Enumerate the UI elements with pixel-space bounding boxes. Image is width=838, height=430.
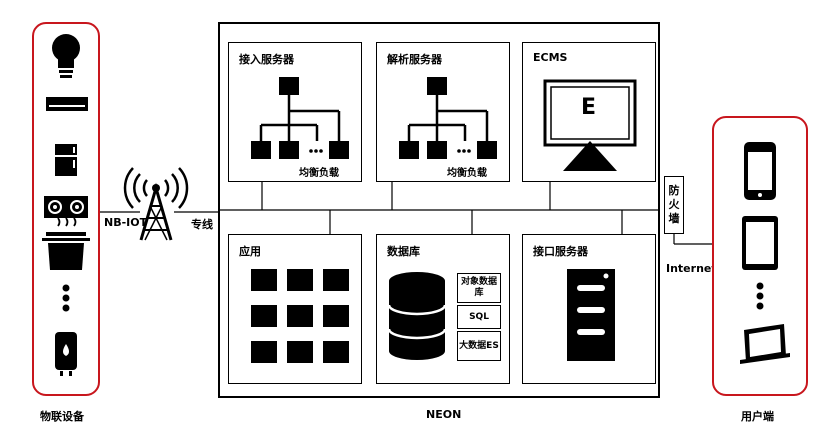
neon-bus-lines [220,182,660,234]
database-title: 数据库 [387,245,420,258]
app-tile [251,305,277,327]
access-server-caption: 均衡负载 [299,168,339,179]
firewall-char: 墙 [668,212,680,225]
firewall-char: 防 [668,184,680,197]
database-item-bigdata-es: 大数据ES [457,331,501,361]
database-cylinder-icon [387,272,447,360]
light-bulb-icon [52,34,80,78]
more-dots-icon [756,282,764,310]
neon-label: NEON [426,408,462,421]
firewall-box: 防 火 墙 [664,176,684,234]
air-conditioner-icon [46,97,88,111]
more-dots-icon [62,284,70,312]
load-balance-tree-icon [399,77,497,159]
tablet-icon [742,216,778,270]
parse-server-box: 解析服务器 均衡负载 [376,42,510,182]
app-tile [323,305,349,327]
internet-label: Internet [666,262,717,275]
parse-server-caption: 均衡负载 [447,168,487,179]
load-balance-tree-icon [251,77,349,159]
interface-server-box: 接口服务器 [522,234,656,384]
gas-stove-icon [44,196,88,218]
water-heater-icon [55,332,77,376]
database-item-object-db: 对象数据库 [457,273,501,303]
app-tile [251,341,277,363]
nbiot-label: NB-IOT [104,216,148,229]
application-title: 应用 [239,245,261,258]
app-tile [323,269,349,291]
ecms-monitor-icon [543,79,637,171]
app-tile [287,341,313,363]
application-box: 应用 [228,234,362,384]
refrigerator-icon [55,144,77,176]
app-tile [287,269,313,291]
app-tile [251,269,277,291]
ecms-screen-letter: E [581,95,597,120]
smartphone-icon [744,142,776,200]
app-tile [323,341,349,363]
ecms-title: ECMS [533,51,568,64]
user-group-label: 用户端 [741,410,774,423]
database-item-sql: SQL [457,305,501,329]
server-rack-icon [567,269,615,361]
monitor-icon [740,324,790,364]
access-server-title: 接入服务器 [239,53,294,66]
parse-server-title: 解析服务器 [387,53,442,66]
ecms-box: ECMS E [522,42,656,182]
cooking-pot-icon [42,217,90,270]
iot-group-label: 物联设备 [40,410,84,423]
app-tile [287,305,313,327]
dedicated-line-label: 专线 [191,218,213,231]
neon-platform: 接入服务器 均衡负载 解析服务器 [218,22,660,398]
database-box: 数据库 对象数据库 SQL 大数据ES [376,234,510,384]
interface-server-title: 接口服务器 [533,245,588,258]
firewall-char: 火 [668,198,680,211]
access-server-box: 接入服务器 均衡负载 [228,42,362,182]
